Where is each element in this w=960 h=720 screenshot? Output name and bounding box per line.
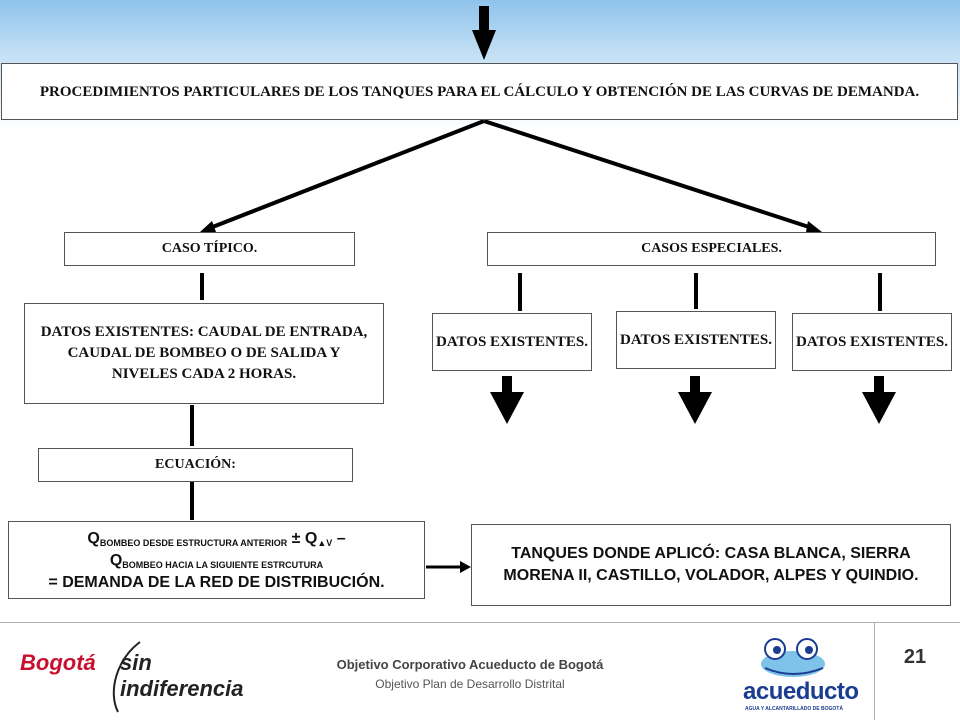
formula-q1: Q bbox=[87, 529, 100, 547]
special-cases-label: CASOS ESPECIALES. bbox=[641, 241, 782, 256]
down-arrow-1 bbox=[490, 376, 524, 424]
formula-q3: Q bbox=[109, 551, 123, 569]
existing-data-box: DATOS EXISTENTES: CAUDAL DE ENTRADA, CAU… bbox=[24, 303, 384, 404]
page-number: 21 bbox=[903, 646, 927, 668]
formula-box: QBOMBEO DESDE ESTRUCTURA ANTERIOR ± Q▲V … bbox=[8, 521, 425, 599]
frog-icon bbox=[761, 638, 825, 677]
footer-separator bbox=[874, 622, 875, 720]
procedures-title: PROCEDIMIENTOS PARTICULARES DE LOS TANQU… bbox=[39, 83, 920, 100]
procedures-title-box: PROCEDIMIENTOS PARTICULARES DE LOS TANQU… bbox=[1, 63, 958, 120]
branch-line-right bbox=[483, 119, 813, 230]
org-objective-line: Objetivo Corporativo Acueducto de Bogotá bbox=[336, 657, 604, 672]
formula-op2: – bbox=[332, 529, 346, 547]
top-arrow bbox=[472, 6, 496, 60]
branch-line-left bbox=[209, 119, 485, 230]
equation-label-box: ECUACIÓN: bbox=[38, 448, 353, 482]
logo-bogota-text: Bogotá bbox=[20, 650, 96, 675]
formula-q3-sub: BOMBEO HACIA LA SIGUIENTE ESTRCUTURA bbox=[122, 559, 324, 570]
equation-label: ECUACIÓN: bbox=[155, 457, 236, 472]
special-data-box-2: DATOS EXISTENTES. bbox=[616, 311, 776, 369]
special-data-box-3: DATOS EXISTENTES. bbox=[792, 313, 952, 371]
logo-acueducto-text: acueducto bbox=[743, 678, 859, 705]
formula-q2-sub: ▲V bbox=[317, 537, 333, 548]
special-data-box-1: DATOS EXISTENTES. bbox=[432, 313, 592, 371]
formula-q1-sub: BOMBEO DESDE ESTRUCTURA ANTERIOR bbox=[99, 537, 288, 548]
formula-result: = DEMANDA DE LA RED DE DISTRIBUCIÓN. bbox=[48, 573, 385, 591]
down-arrow-3 bbox=[862, 376, 896, 424]
typical-case-label: CASO TÍPICO. bbox=[161, 241, 258, 256]
existing-data-text: DATOS EXISTENTES: CAUDAL DE ENTRADA, CAU… bbox=[40, 324, 368, 382]
formula-line-1: QBOMBEO DESDE ESTRUCTURA ANTERIOR ± Q▲V … bbox=[87, 530, 345, 552]
special-cases-box: CASOS ESPECIALES. bbox=[487, 232, 936, 266]
logo-sin-indiferencia-text: sin indiferencia bbox=[120, 650, 244, 701]
plan-objective-line: Objetivo Plan de Desarrollo Distrital bbox=[375, 677, 565, 691]
formula-line-2: QBOMBEO HACIA LA SIGUIENTE ESTRCUTURA bbox=[110, 552, 323, 574]
acueducto-logo: acueducto AGUA Y ALCANTARILLADO DE BOGOT… bbox=[735, 636, 870, 718]
tanks-applied-box: TANQUES DONDE APLICÓ: CASA BLANCA, SIERR… bbox=[471, 524, 951, 606]
tanks-applied-text: TANQUES DONDE APLICÓ: CASA BLANCA, SIERR… bbox=[503, 545, 919, 584]
logo-swoosh-icon bbox=[112, 641, 141, 713]
formula-op1: ± Q bbox=[287, 529, 318, 547]
special-data-text-1: DATOS EXISTENTES. bbox=[435, 333, 588, 350]
special-data-text-3: DATOS EXISTENTES. bbox=[795, 333, 948, 350]
down-arrow-2 bbox=[678, 376, 712, 424]
logo-acueducto-tagline: AGUA Y ALCANTARILLADO DE BOGOTÁ bbox=[745, 706, 843, 712]
bogota-sin-indiferencia-logo: Bogotá sin indiferencia bbox=[20, 636, 250, 716]
footer-divider bbox=[0, 622, 960, 623]
typical-case-box: CASO TÍPICO. bbox=[64, 232, 355, 266]
formula-line-3: = DEMANDA DE LA RED DE DISTRIBUCIÓN. bbox=[48, 574, 384, 591]
special-data-text-2: DATOS EXISTENTES. bbox=[619, 331, 772, 348]
